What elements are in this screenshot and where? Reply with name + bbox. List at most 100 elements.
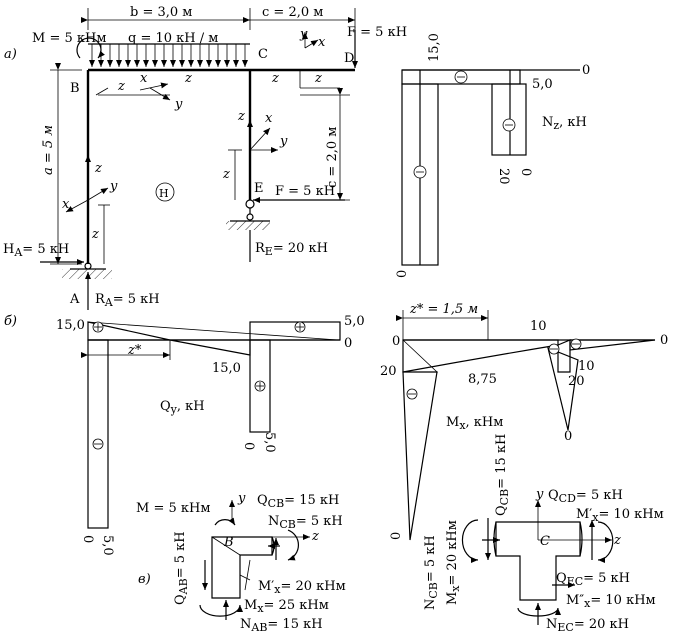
Q-val-5b: 5,0 xyxy=(262,432,277,453)
node-E: E xyxy=(254,181,264,196)
nodeB-QCB: QCB= 15 кН xyxy=(257,493,339,510)
dist-load-label: q = 10 кН / м xyxy=(128,31,218,46)
node-D: D xyxy=(344,51,354,66)
nodeB-Mx-prime: M′x= 20 кНм xyxy=(258,579,346,596)
nodeC-Mx: Mx= 20 кНм xyxy=(445,520,462,605)
dimension-top xyxy=(81,8,356,30)
Q-val-15a: 15,0 xyxy=(56,318,85,333)
moment-arrow-B xyxy=(76,37,105,59)
local-axes xyxy=(65,32,340,264)
circle-H xyxy=(155,182,175,202)
M-z-star: z* = 1,5 м xyxy=(409,302,478,317)
distributed-load xyxy=(88,43,250,67)
Q-z-star: z* xyxy=(127,343,142,358)
axis-y-E: y xyxy=(279,134,288,149)
nodeB-QAB: QAB= 5 кН xyxy=(173,531,190,605)
Q-val-15b: 15,0 xyxy=(212,361,241,376)
N-title: Nz, кН xyxy=(542,115,587,132)
axis-y-B: y xyxy=(174,97,183,112)
node-B-label: B xyxy=(223,535,234,550)
diagram-N xyxy=(401,69,580,266)
nodeC-QEC: QEC= 5 кН xyxy=(556,571,630,588)
axis-z-D: z xyxy=(271,71,279,86)
M-val-0a: 0 xyxy=(392,334,400,349)
M-val-20b: 20 xyxy=(568,374,585,389)
nodeC-y: y xyxy=(535,487,544,502)
dim-c-top: c = 2,0 м xyxy=(262,5,323,20)
nodeC-NCB: NCB= 5 кН xyxy=(423,535,440,610)
nodeB-y: y xyxy=(237,491,246,506)
reaction-RA: RA= 5 кН xyxy=(95,292,160,309)
moment-label: M = 5 кНм xyxy=(32,31,106,46)
M-val-875: 8,75 xyxy=(468,372,497,387)
nodeC-QCB: QCB= 15 кН xyxy=(494,434,511,516)
M-val-0b: 0 xyxy=(660,333,668,348)
diagram-Q xyxy=(81,321,341,529)
Q-val-0b: 0 xyxy=(241,442,256,450)
axis-z-B: z xyxy=(117,79,125,94)
axis-z-B2: z xyxy=(184,71,192,86)
node-B: B xyxy=(70,81,80,96)
diagram-M xyxy=(396,310,656,541)
node-C: C xyxy=(258,47,268,62)
node-A: A xyxy=(69,292,80,307)
M-val-0c: 0 xyxy=(564,429,572,444)
axis-x-B: x xyxy=(140,71,148,86)
M-val-10b: 10 xyxy=(578,359,595,374)
axis-z-E: z xyxy=(237,109,245,124)
axis-z-A: z xyxy=(94,161,102,176)
N-val-20: 20 xyxy=(496,168,511,185)
frame-structure xyxy=(86,68,355,264)
axis-y-D: y xyxy=(299,27,308,42)
force-F-E-label: F = 5 кН xyxy=(275,184,335,199)
M-val-0d: 0 xyxy=(389,532,404,540)
N-val-15: 15,0 xyxy=(427,33,442,62)
node-C-label: C xyxy=(540,534,550,549)
axis-z-D2: z xyxy=(314,71,322,86)
nodeB-NCB: NCB= 5 кН xyxy=(268,514,343,531)
nodeB-Mx: Mx= 25 кНм xyxy=(244,598,329,615)
M-title: Mx, кНм xyxy=(446,415,503,432)
N-val-5: 5,0 xyxy=(532,77,553,92)
axis-x-A: x xyxy=(62,197,70,212)
label-part-b: б) xyxy=(4,314,17,329)
dimension-a xyxy=(50,63,82,265)
N-val-0b: 0 xyxy=(395,270,410,278)
Q-val-5a: 5,0 xyxy=(344,314,365,329)
M-val-20a: 20 xyxy=(380,364,397,379)
N-val-0a: 0 xyxy=(582,63,590,78)
dim-b: b = 3,0 м xyxy=(130,5,192,20)
M-val-10a: 10 xyxy=(530,319,547,334)
axis-z-E2: z xyxy=(222,167,230,182)
support-E xyxy=(226,199,270,262)
axis-y-A: y xyxy=(109,179,118,194)
nodeC-Mx-dbl: M″x= 10 кНм xyxy=(566,593,656,610)
support-A xyxy=(62,262,112,279)
node-B-equilibrium xyxy=(199,500,310,620)
dim-a: a = 5 м xyxy=(41,125,56,175)
Q-val-5c: 5,0 xyxy=(100,535,115,556)
label-part-v: в) xyxy=(138,572,151,587)
reaction-RE: RE= 20 кН xyxy=(255,241,328,258)
axis-z-A2: z xyxy=(91,227,99,242)
nodeC-Mx-prime: M′x= 10 кНм xyxy=(576,507,664,524)
nodeC-QCD: QCD= 5 кН xyxy=(548,488,623,505)
dim-c-side: c = 2,0 м xyxy=(325,127,340,188)
force-F-top-label: F = 5 кН xyxy=(347,25,407,40)
Q-val-0a: 0 xyxy=(344,336,352,351)
nodeB-M: M = 5 кНм xyxy=(136,501,210,516)
axis-x-E: x xyxy=(265,111,273,126)
nodeB-NAB: NAB= 15 кН xyxy=(240,617,323,634)
node-C-equilibrium xyxy=(461,500,614,625)
Q-val-0c: 0 xyxy=(80,535,95,543)
nodeC-NEC: NEC= 20 кН xyxy=(546,617,629,634)
N-val-0c: 0 xyxy=(518,168,533,176)
nodeC-z: z xyxy=(613,533,621,548)
nodeB-z: z xyxy=(311,529,319,544)
Q-title: Qy, кН xyxy=(160,399,205,416)
circle-H-label: Н xyxy=(159,187,169,200)
label-part-a: а) xyxy=(4,47,17,62)
axis-x-D: x xyxy=(318,35,326,50)
